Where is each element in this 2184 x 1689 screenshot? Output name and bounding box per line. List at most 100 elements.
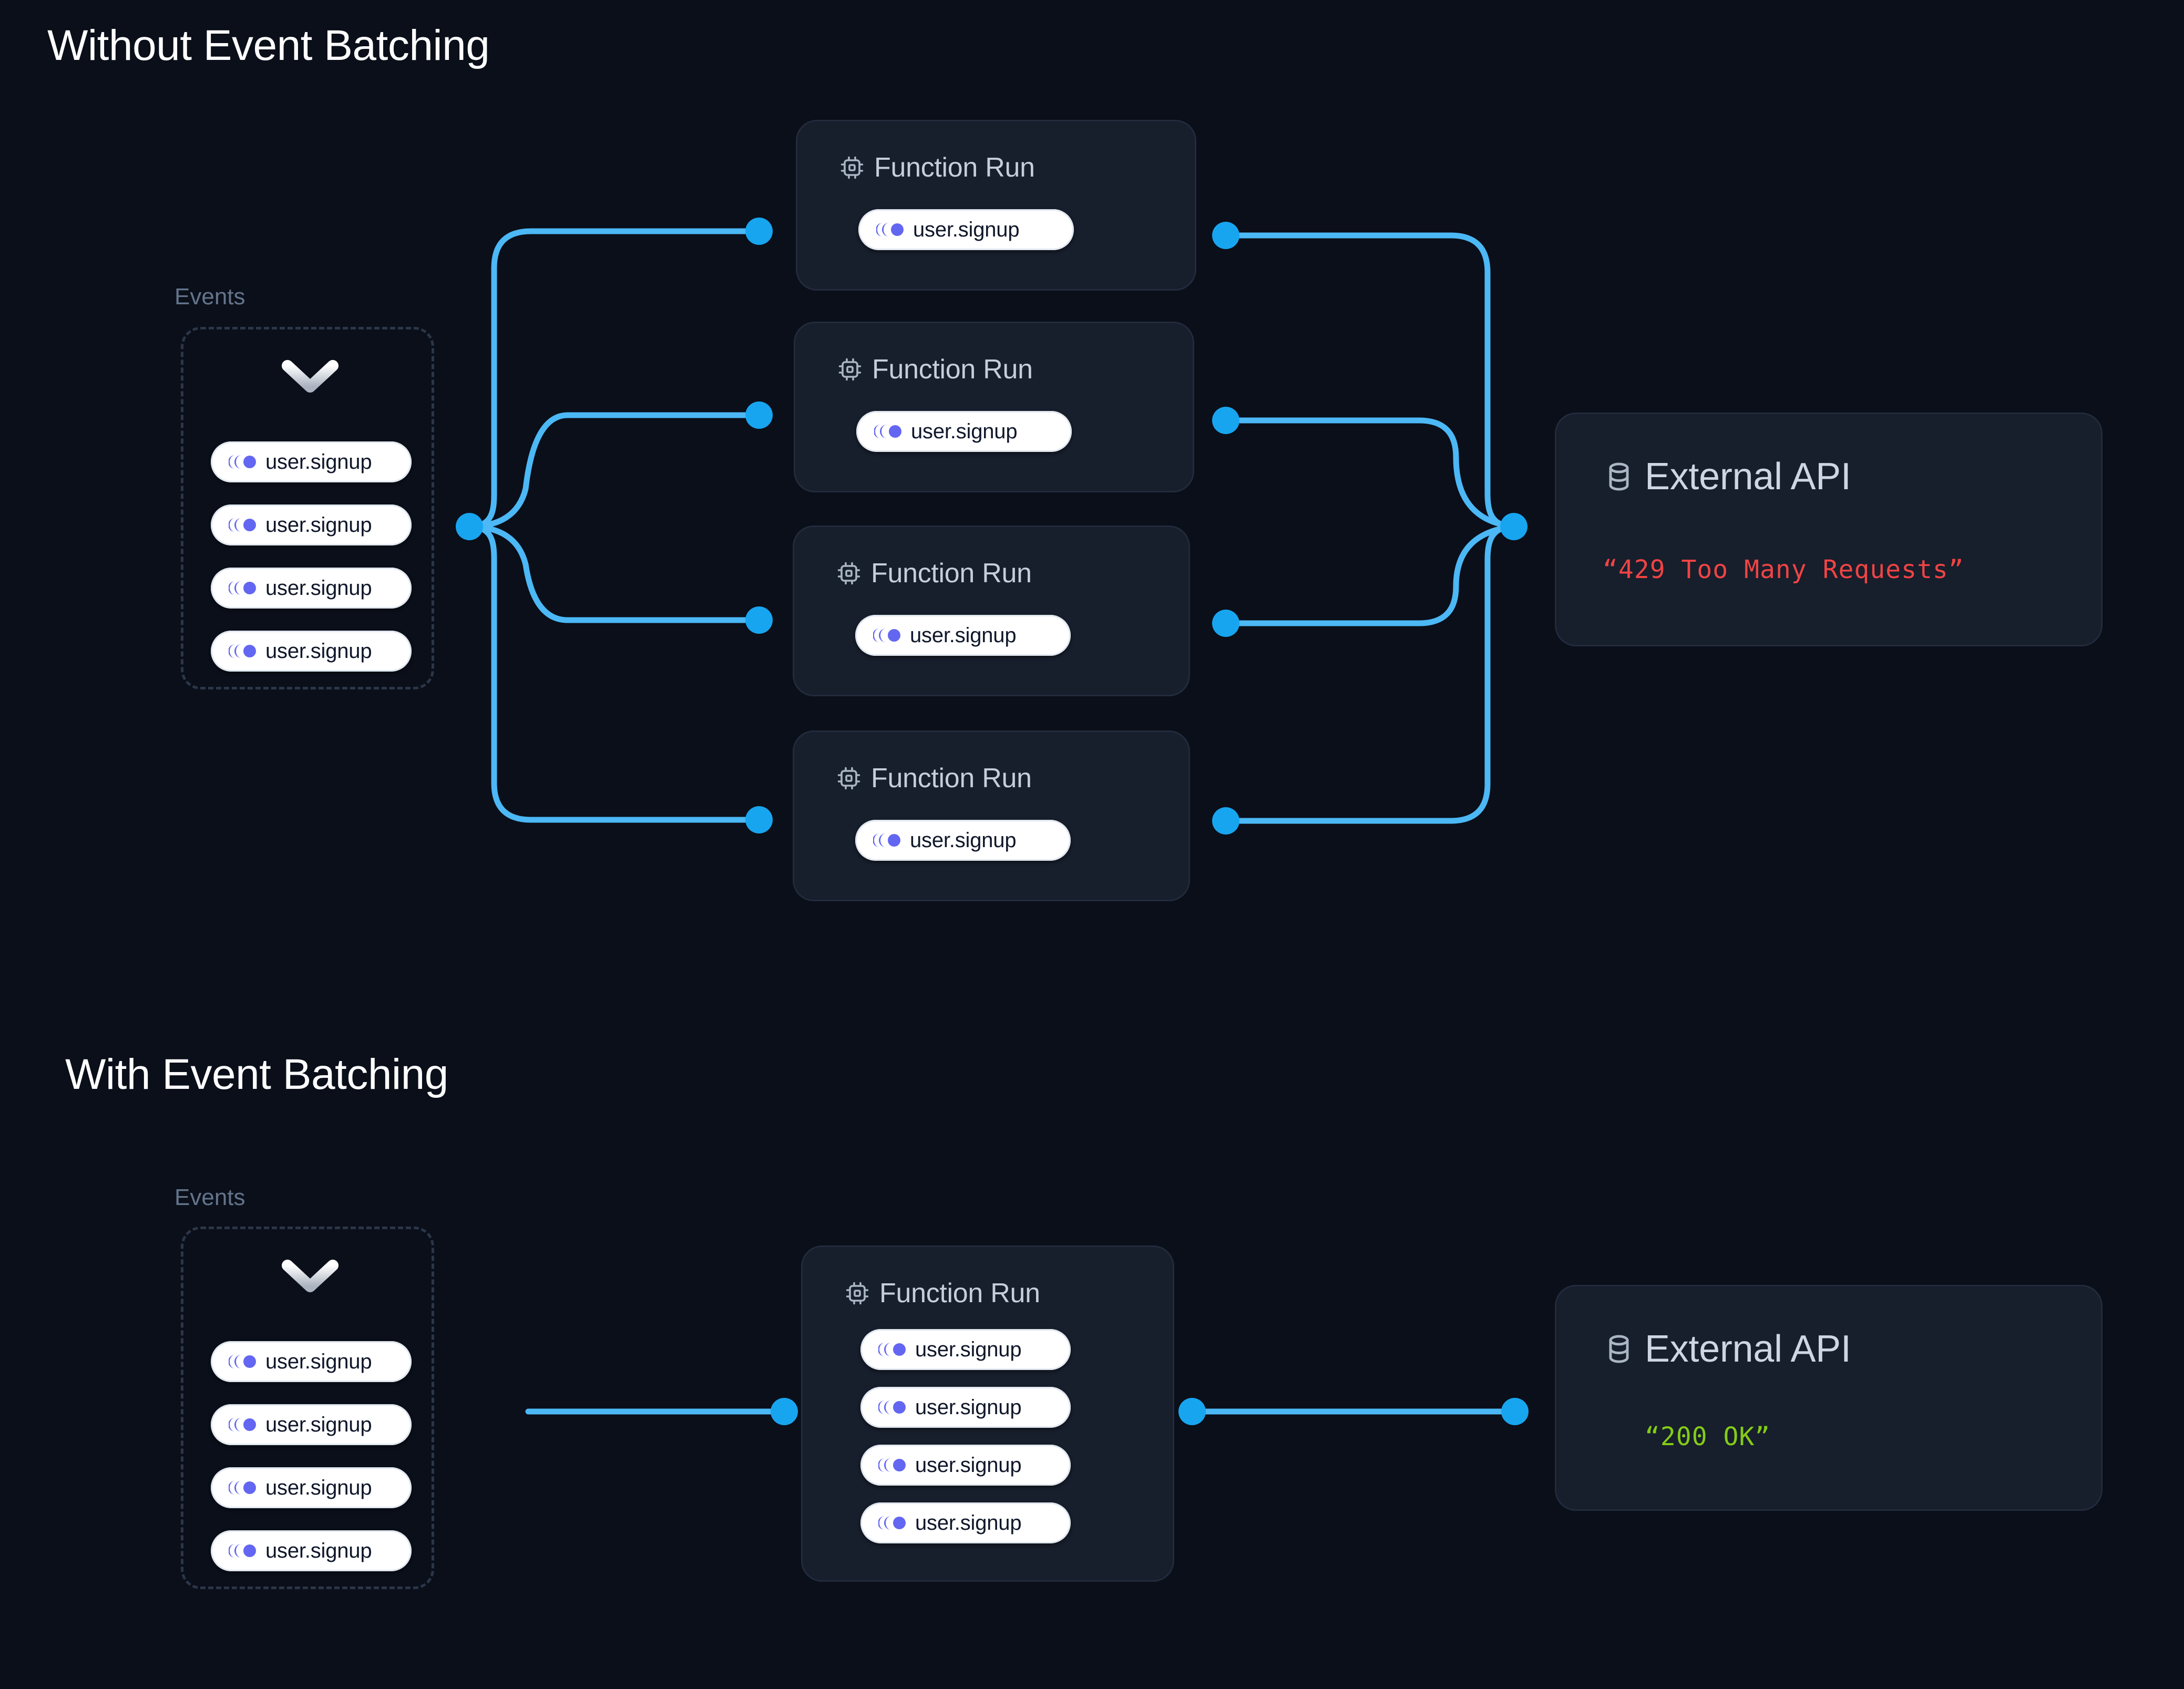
event-icon: [229, 644, 256, 658]
event-pill[interactable]: user.signup: [860, 1445, 1071, 1486]
event-icon: [229, 1418, 256, 1431]
event-pill-label: user.signup: [910, 828, 1017, 852]
event-icon: [229, 1481, 256, 1495]
event-icon: [229, 581, 256, 595]
event-pill-label: user.signup: [265, 1413, 372, 1436]
chip-icon: [840, 156, 864, 179]
function-run-title: Function Run: [874, 152, 1035, 183]
event-pill-label: user.signup: [910, 623, 1017, 647]
event-icon: [873, 629, 900, 642]
event-pill[interactable]: user.signup: [211, 441, 412, 482]
chip-icon: [846, 1282, 869, 1305]
function-run-header: Function Run: [837, 354, 1033, 385]
events-label-without: Events: [175, 284, 245, 310]
event-icon: [229, 455, 256, 469]
wire-endpoint-dot: [1212, 610, 1239, 637]
chip-icon: [838, 358, 862, 381]
event-pill[interactable]: user.signup: [211, 1530, 412, 1571]
event-icon: [229, 1355, 256, 1368]
event-pill[interactable]: user.signup: [855, 615, 1071, 656]
status-badge: “200 OK”: [1645, 1422, 1771, 1451]
event-pill[interactable]: user.signup: [211, 631, 412, 672]
event-icon: [878, 1516, 906, 1530]
wire-endpoint-dot: [745, 606, 773, 634]
function-run-title: Function Run: [879, 1278, 1040, 1309]
event-icon: [229, 1544, 256, 1558]
wire-fanin-3: [1224, 523, 1517, 626]
section-title-without-batching: Without Event Batching: [47, 22, 490, 69]
event-pill-label: user.signup: [911, 419, 1018, 443]
wire-endpoint-dot: [745, 218, 773, 245]
event-pill[interactable]: user.signup: [211, 1404, 412, 1445]
event-pill[interactable]: user.signup: [211, 504, 412, 545]
event-pill[interactable]: user.signup: [860, 1329, 1071, 1370]
database-icon: [1609, 1335, 1629, 1363]
function-run-header: Function Run: [845, 1278, 1040, 1309]
event-pill-label: user.signup: [913, 218, 1020, 241]
event-pill[interactable]: user.signup: [860, 1502, 1071, 1543]
event-pill[interactable]: user.signup: [211, 1341, 412, 1382]
wire-fanout-2: [466, 412, 760, 530]
wire-endpoint-dot: [1178, 1398, 1206, 1425]
events-label-with: Events: [175, 1185, 245, 1210]
event-icon: [878, 1400, 906, 1414]
wire-hub-dot-out: [456, 513, 483, 540]
external-api-card[interactable]: External API “200 OK”: [1555, 1285, 2103, 1511]
wire-hub-dot-in: [1500, 513, 1527, 540]
function-run-card[interactable]: Function Run user.signup: [793, 526, 1190, 696]
chip-icon: [837, 767, 860, 790]
event-icon: [873, 833, 900, 847]
event-icon: [229, 518, 256, 532]
chip-icon: [837, 562, 860, 585]
function-run-title: Function Run: [871, 763, 1032, 794]
function-run-card[interactable]: Function Run user.signup: [796, 120, 1196, 291]
wire-fanin-1: [1224, 232, 1517, 530]
event-pill-label: user.signup: [265, 1476, 372, 1499]
event-pill-label: user.signup: [915, 1395, 1022, 1419]
wire-endpoint-dot: [1212, 222, 1239, 249]
external-api-header: External API: [1603, 1327, 1851, 1371]
event-pill[interactable]: user.signup: [856, 411, 1072, 452]
event-pill[interactable]: user.signup: [211, 1467, 412, 1508]
wire-endpoint-dot: [1212, 407, 1239, 434]
status-badge: “429 Too Many Requests”: [1603, 555, 1964, 584]
events-container-with: user.signup user.signup user.signup: [181, 1227, 434, 1589]
wire-endpoint-dot: [771, 1398, 798, 1425]
event-icon: [878, 1458, 906, 1472]
function-run-header: Function Run: [836, 558, 1032, 589]
event-pill[interactable]: user.signup: [855, 820, 1071, 861]
events-container-without: user.signup user.signup user.signup: [181, 327, 434, 689]
event-pill-label: user.signup: [265, 576, 372, 600]
chevron-down-icon: [281, 358, 339, 393]
external-api-card[interactable]: External API “429 Too Many Requests”: [1555, 413, 2103, 646]
event-pill-label: user.signup: [915, 1337, 1022, 1361]
wire-endpoint-dot: [745, 806, 773, 833]
function-run-card-batched[interactable]: Function Run user.signup user.signup: [801, 1245, 1174, 1582]
event-pill-label: user.signup: [265, 450, 372, 473]
event-pill-label: user.signup: [265, 1350, 372, 1373]
wire-fanout-3: [466, 523, 760, 623]
wire-fanout-4: [466, 523, 760, 823]
function-run-header: Function Run: [839, 152, 1035, 183]
function-run-card[interactable]: Function Run user.signup: [794, 322, 1194, 492]
wire-endpoint-dot: [745, 401, 773, 429]
event-pill[interactable]: user.signup: [858, 209, 1074, 250]
event-icon: [876, 223, 904, 236]
event-pill-label: user.signup: [915, 1511, 1022, 1534]
database-icon: [1609, 462, 1629, 491]
chevron-down-icon: [281, 1258, 339, 1293]
external-api-title: External API: [1645, 1328, 1851, 1370]
external-api-header: External API: [1603, 455, 1851, 498]
function-run-card[interactable]: Function Run user.signup: [793, 730, 1190, 901]
event-pill-label: user.signup: [265, 1539, 372, 1562]
wire-endpoint-dot: [1212, 807, 1239, 835]
function-run-header: Function Run: [836, 763, 1032, 794]
event-pill[interactable]: user.signup: [211, 568, 412, 609]
wire-endpoint-dot: [1501, 1398, 1529, 1425]
event-pill-label: user.signup: [915, 1453, 1022, 1477]
event-pill-label: user.signup: [265, 513, 372, 537]
event-pill[interactable]: user.signup: [860, 1387, 1071, 1428]
wire-fanin-4: [1224, 523, 1517, 824]
event-icon: [874, 425, 901, 438]
